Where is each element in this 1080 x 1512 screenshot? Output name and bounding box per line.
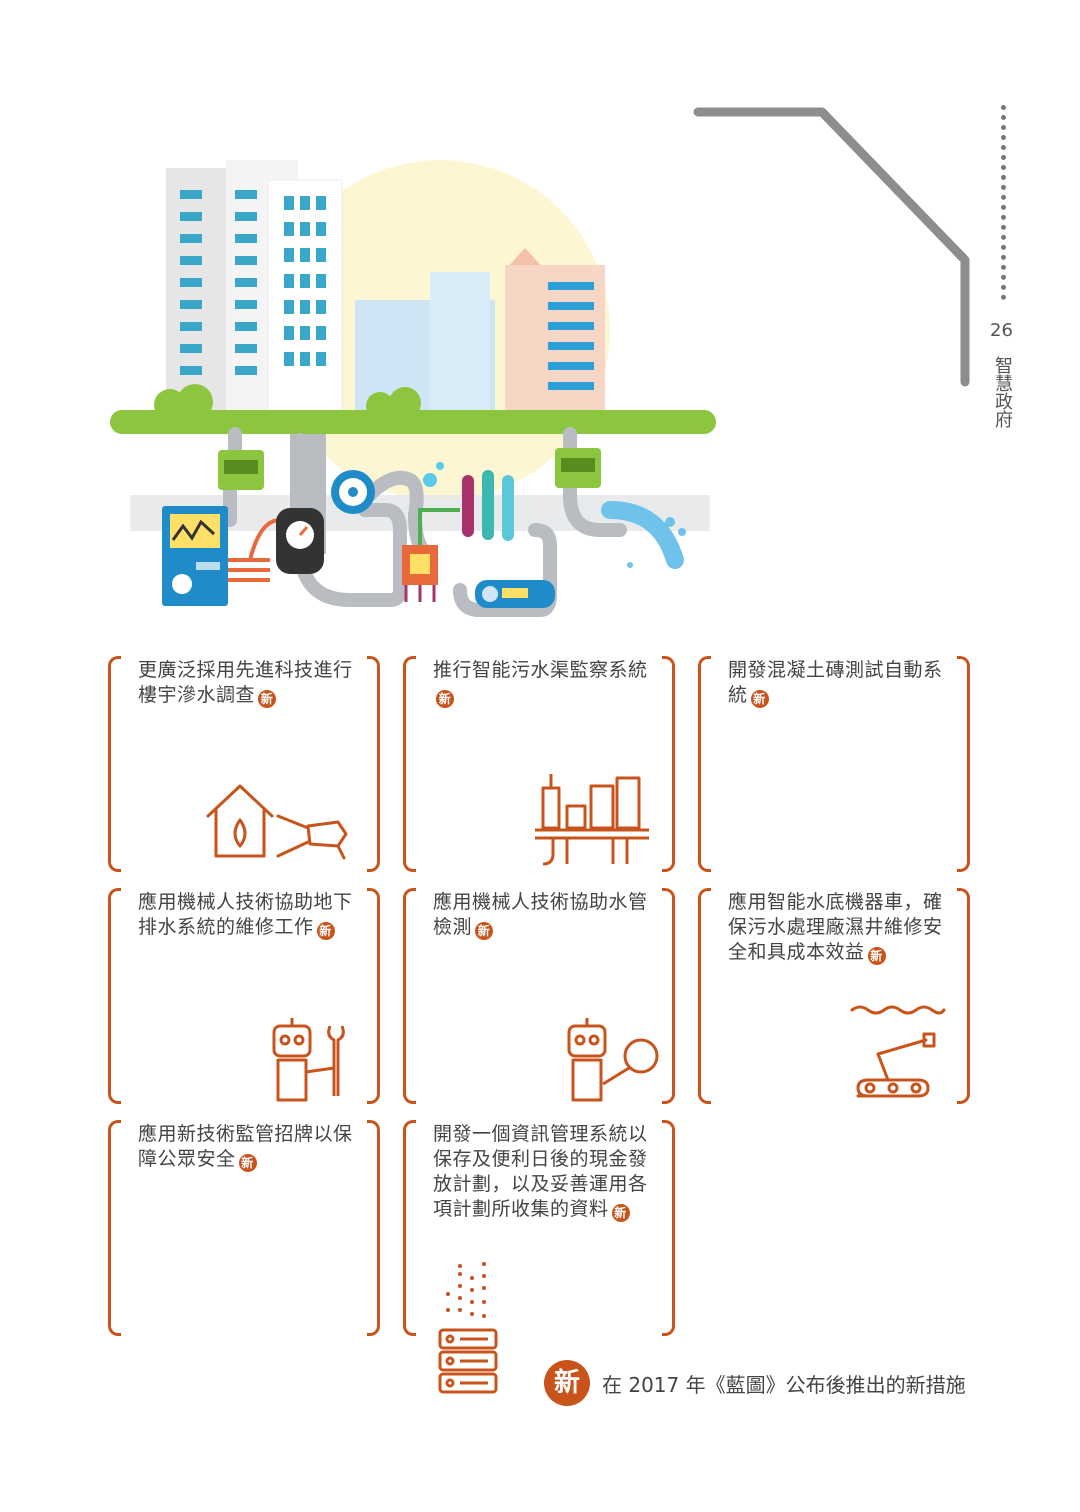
card-bracket-right xyxy=(662,656,675,872)
data-server-icon xyxy=(438,1262,498,1394)
legend-new-badge: 新 xyxy=(544,1360,590,1406)
card-text: 應用機械人技術協助地下排水系統的維修工作新 xyxy=(138,891,353,940)
card-robot-pipe-inspection: 應用機械人技術協助水管檢測新 xyxy=(403,888,675,1104)
new-badge: 新 xyxy=(611,1204,630,1222)
card-bracket-right xyxy=(662,1120,675,1336)
card-bracket-right xyxy=(367,1120,380,1336)
card-bracket-left xyxy=(108,888,121,1104)
card-bracket-right xyxy=(662,888,675,1104)
card-text: 開發混凝土磚測試自動系統新 xyxy=(728,659,943,708)
new-badge: 新 xyxy=(238,1154,257,1172)
card-information-management-system: 開發一個資訊管理系統以保存及便利日後的現金發放計劃，以及妥善運用各項計劃所收集的… xyxy=(403,1120,675,1336)
city-sewer-icon xyxy=(535,774,649,866)
new-badge: 新 xyxy=(750,690,769,708)
card-bracket-left xyxy=(403,1120,416,1336)
robot-wrench-icon xyxy=(272,1018,345,1102)
card-bracket-left xyxy=(108,1120,121,1336)
card-robot-drainage-maintenance: 應用機械人技術協助地下排水系統的維修工作新 xyxy=(108,888,380,1104)
card-smart-sewer-monitoring: 推行智能污水渠監察系統新 xyxy=(403,656,675,872)
section-title: 智慧政府 xyxy=(992,356,1013,428)
card-text: 應用智能水底機器車，確保污水處理廠濕井維修安全和具成本效益新 xyxy=(728,891,943,965)
new-badge: 新 xyxy=(258,690,277,708)
card-text: 推行智能污水渠監察系統新 xyxy=(433,659,648,708)
card-text: 開發一個資訊管理系統以保存及便利日後的現金發放計劃，以及妥善運用各項計劃所收集的… xyxy=(433,1123,648,1222)
new-badge: 新 xyxy=(316,922,335,940)
card-concrete-brick-testing: 開發混凝土磚測試自動系統新 xyxy=(698,656,970,872)
card-bracket-right xyxy=(957,656,970,872)
smart-city-water-illustration xyxy=(110,160,716,617)
card-text: 應用機械人技術協助水管檢測新 xyxy=(433,891,648,940)
robot-magnifier-icon xyxy=(567,1018,659,1102)
card-signboard-monitoring: 應用新技術監管招牌以保障公眾安全新 xyxy=(108,1120,380,1336)
new-badge: 新 xyxy=(436,690,454,708)
card-text: 更廣泛採用先進科技進行樓宇滲水調查新 xyxy=(138,659,353,708)
sidebar-dotted-line xyxy=(1001,105,1006,300)
underwater-robot-arm-icon xyxy=(850,1005,946,1098)
corner-line-decoration xyxy=(693,107,970,387)
new-badge: 新 xyxy=(475,922,494,940)
card-bracket-left xyxy=(108,656,121,872)
card-bracket-right xyxy=(957,888,970,1104)
card-bracket-left xyxy=(403,888,416,1104)
card-bracket-right xyxy=(367,888,380,1104)
card-text: 應用新技術監管招牌以保障公眾安全新 xyxy=(138,1123,353,1172)
new-badge: 新 xyxy=(867,947,886,965)
card-bracket-left xyxy=(698,888,711,1104)
page-number: 26 xyxy=(990,320,1013,341)
card-building-leak-survey: 更廣泛採用先進科技進行樓宇滲水調查新 xyxy=(108,656,380,872)
legend-text: 在 2017 年《藍圖》公布後推出的新措施 xyxy=(602,1373,966,1397)
card-bracket-right xyxy=(367,656,380,872)
card-underwater-robot-vehicle: 應用智能水底機器車，確保污水處理廠濕井維修安全和具成本效益新 xyxy=(698,888,970,1104)
card-bracket-left xyxy=(403,656,416,872)
house-leak-detector-icon xyxy=(206,784,348,860)
card-bracket-left xyxy=(698,656,711,872)
